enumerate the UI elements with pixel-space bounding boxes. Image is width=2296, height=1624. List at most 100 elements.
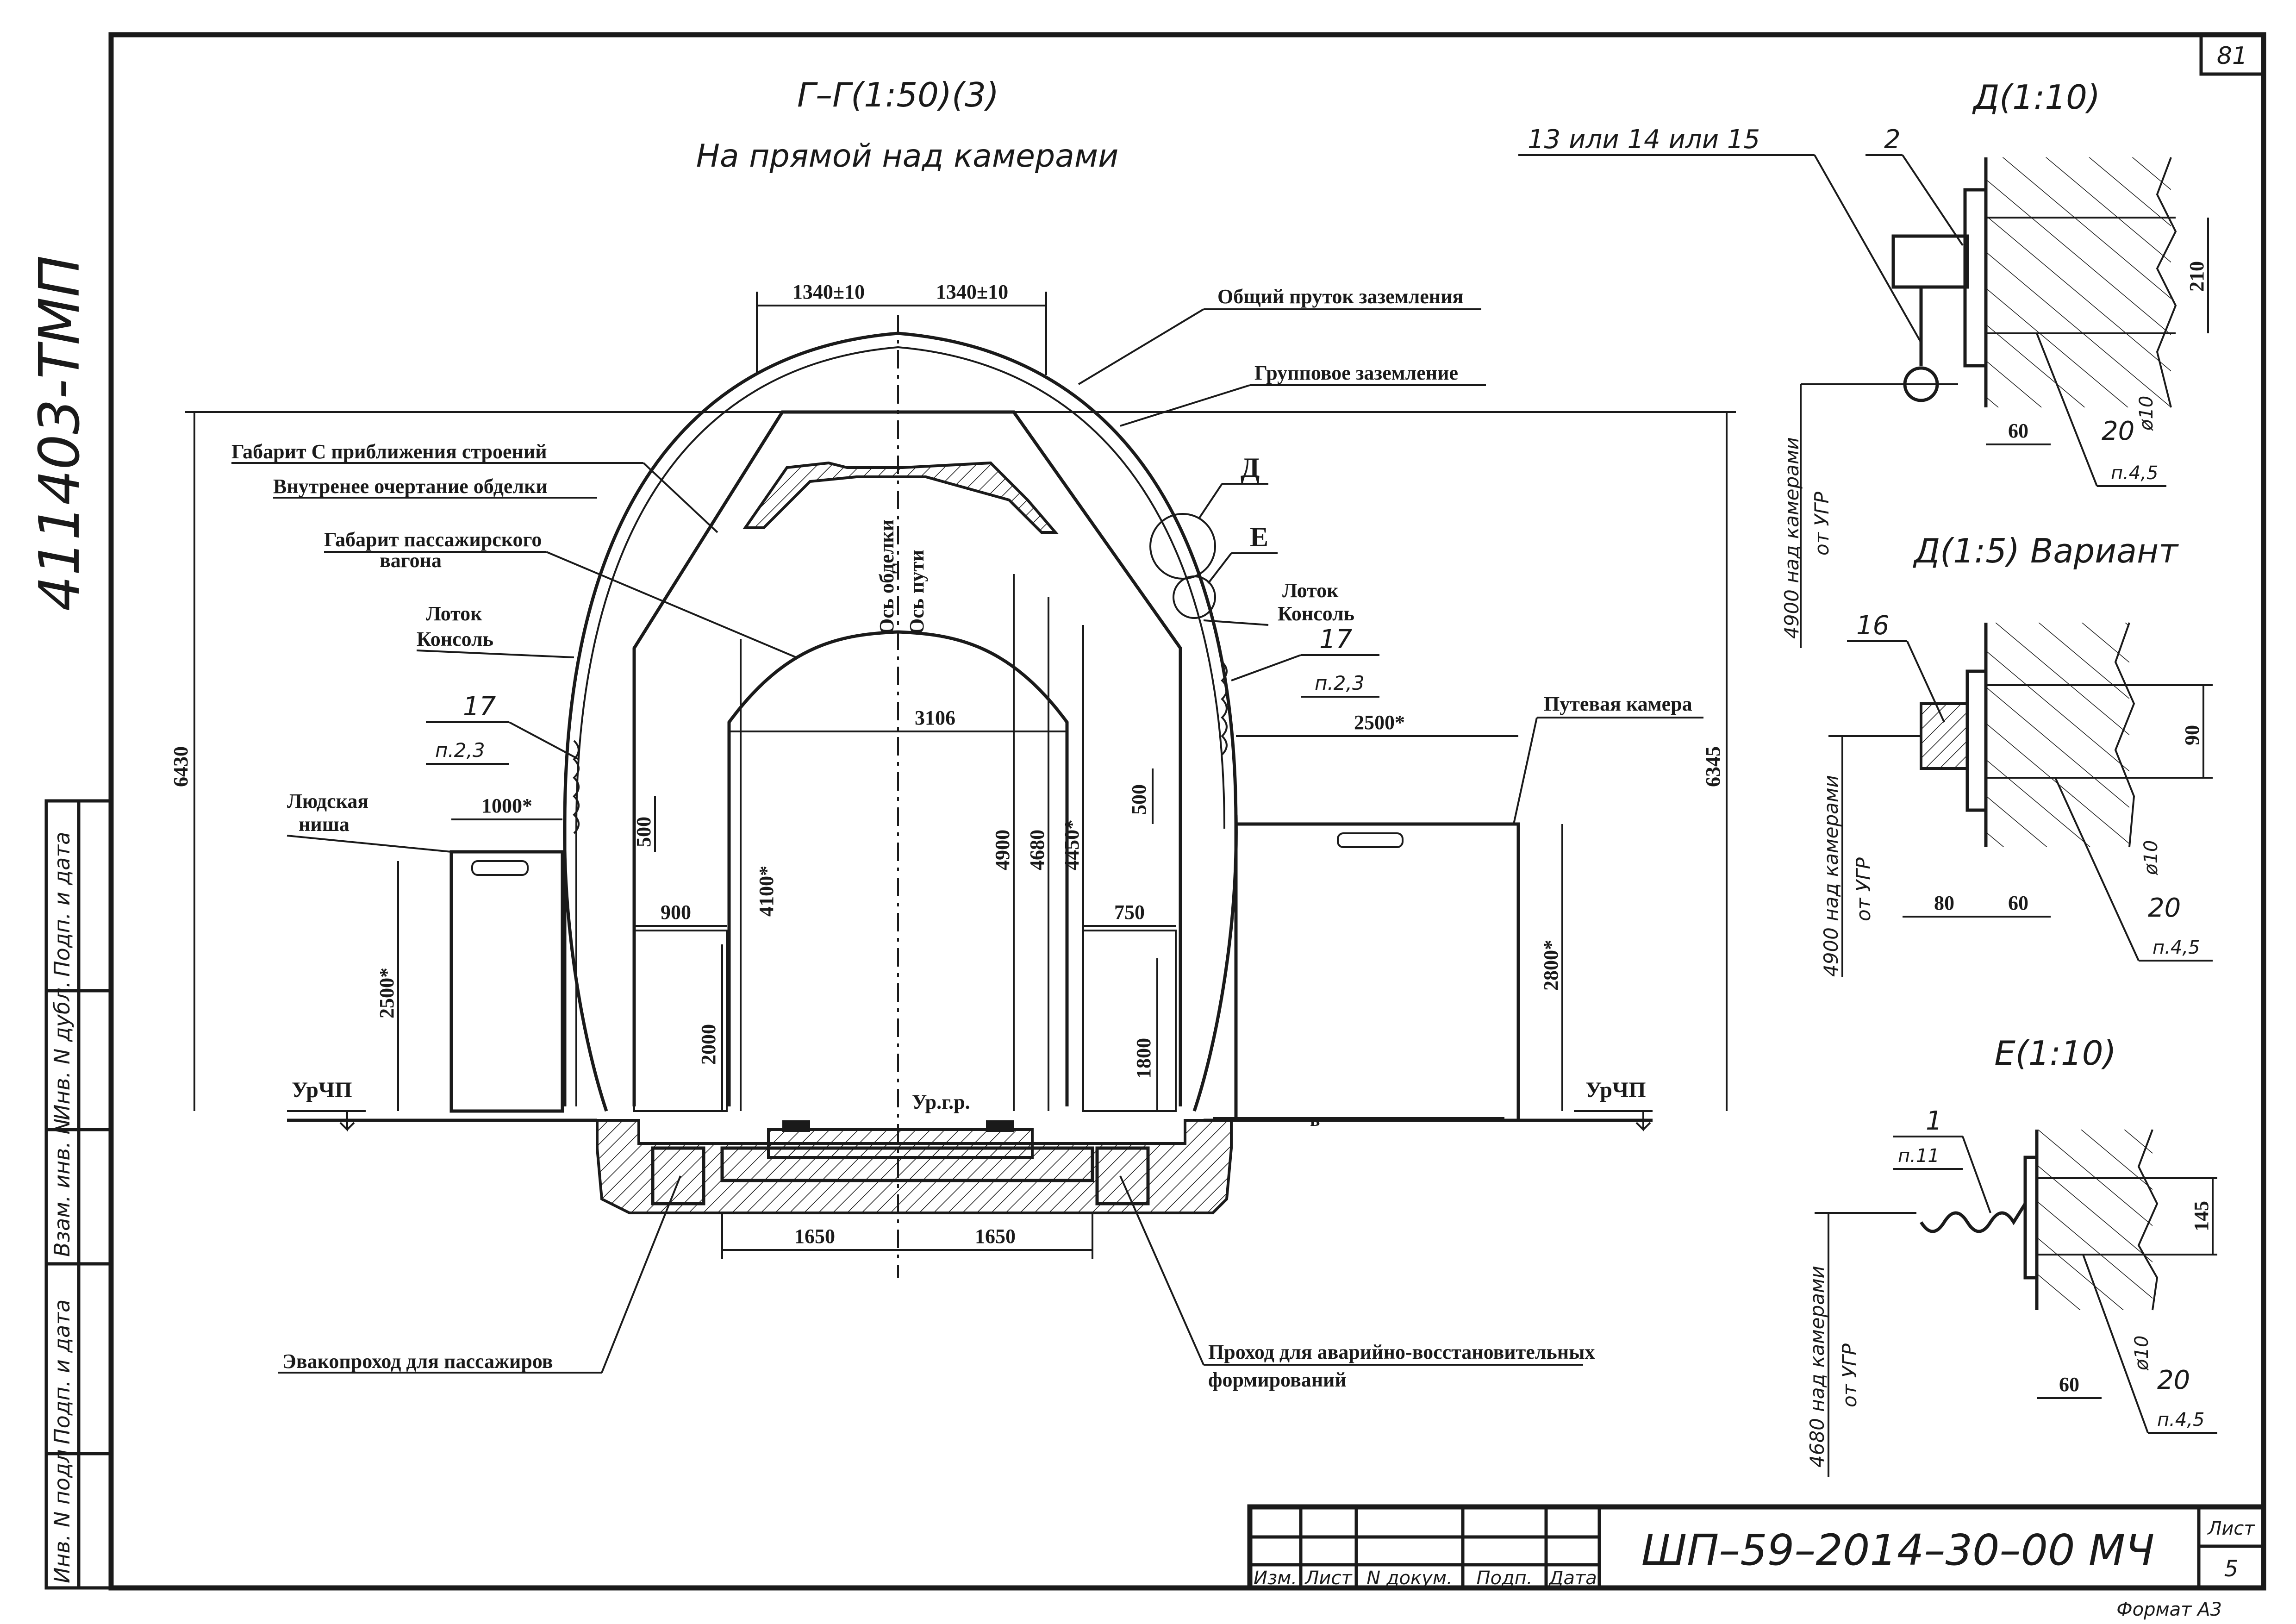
detail-d-wall [1986, 157, 2171, 407]
detail-e-ref1: 1 [1926, 1106, 1942, 1136]
tb-header-izm: Изм. [1254, 1568, 1297, 1589]
dim-500-right: 500 [1128, 784, 1150, 815]
dim-1650-left: 1650 [794, 1225, 835, 1248]
dim-4900: 4900 [991, 830, 1014, 870]
tb-list-value: 5 [2224, 1556, 2239, 1582]
dim-2500-chamber: 2500* [1354, 711, 1405, 734]
dim-4450: 4450* [1061, 819, 1083, 870]
lotok-right: Лоток [1282, 579, 1339, 602]
detail-dv-80: 80 [1934, 892, 1954, 914]
room-right [1082, 930, 1177, 1112]
contact-beam [742, 461, 1059, 534]
dim-3106: 3106 [915, 706, 955, 729]
callout-e-circle [1173, 575, 1216, 619]
detail-e-title: Е(1:10) [1994, 1034, 2116, 1073]
detail-e-ref20: 20 [2157, 1365, 2190, 1395]
sheet-number-box [2199, 33, 2265, 76]
callout-d: Д [1241, 452, 1260, 483]
detail-e-vnote-2: от УГР [1838, 1343, 1861, 1407]
detail-d-variant: Д(1:5) Вариант 16 90 80 60 ø10 20 п.4,5 … [1820, 531, 2213, 977]
detail-dv-vnote-2: от УГР [1852, 857, 1875, 921]
detail-e-ref20-sub: п.4,5 [2157, 1409, 2204, 1430]
dim-500-left: 500 [632, 817, 655, 847]
detail-e-tray [1920, 1203, 2027, 1233]
right-lamp [1337, 832, 1404, 848]
dimensions-main: 1340±10 1340±10 3106 1000* 500 500 2500*… [169, 281, 1736, 1259]
gabarit-pass-label-2: вагона [380, 549, 442, 572]
detail-e-plate [2023, 1156, 2039, 1280]
dim-2500-left: 2500* [375, 968, 398, 1018]
detail-dv-phi10: ø10 [2140, 840, 2162, 875]
detail-dv-ref20: 20 [2148, 893, 2181, 923]
urchp-left: УрЧП [292, 1078, 352, 1102]
drain-left [651, 1146, 705, 1206]
obshiy-label: Общий пруток заземления [1217, 285, 1463, 308]
sheet-number: 81 [2217, 42, 2247, 70]
dim-top-right: 1340±10 [936, 281, 1008, 303]
inner-outline-label: Внутренее очертание обделки [273, 475, 548, 498]
callout-e: Е [1250, 522, 1268, 552]
drain-right [1095, 1146, 1150, 1206]
passenger-gabarit [727, 630, 1069, 1106]
pipe-letter: в [1310, 1109, 1320, 1130]
detail-dv-ref20-sub: п.4,5 [2152, 937, 2200, 958]
os-puti: Ось пути [905, 550, 928, 634]
detail-d-210: 210 [2185, 261, 2208, 292]
side-stamp-cell-1: Подп. и дата [50, 832, 75, 977]
ref17-left-sub: п.2,3 [435, 739, 485, 762]
lyud-label-2: ниша [299, 813, 349, 836]
detail-e-phi10: ø10 [2131, 1336, 2152, 1371]
vertical-code: 411403-ТМП [28, 256, 92, 611]
tb-header-podp: Подп. [1476, 1568, 1532, 1589]
gabarit-c-label: Габарит С приближения строений [231, 440, 547, 463]
detail-e-ref1-sub: п.11 [1898, 1145, 1940, 1167]
gabarit-pass-label-1: Габарит пассажирского [324, 528, 542, 551]
putevaya-label: Путевая камера [1544, 693, 1692, 715]
tb-list-label: Лист [2207, 1518, 2255, 1539]
rail-left [782, 1120, 810, 1132]
detail-e-wall [2037, 1130, 2152, 1310]
dim-1650-right: 1650 [975, 1225, 1016, 1248]
lyud-label-1: Людская [287, 790, 368, 812]
konsol-left: Консоль [417, 628, 493, 650]
detail-e-145: 145 [2190, 1201, 2213, 1231]
dim-4680: 4680 [1026, 830, 1048, 870]
tb-header-ndokum: N докум. [1366, 1568, 1453, 1589]
main-subtitle: На прямой над камерами [696, 138, 1119, 175]
detail-e-60: 60 [2059, 1373, 2079, 1396]
side-stamp: Подп. и дата Инв. N дубл. Взам. инв. N П… [44, 799, 113, 1590]
urchp-right: УрЧП [1585, 1078, 1646, 1102]
putevaya-kamera [1234, 822, 1520, 1122]
detail-d-60: 60 [2008, 419, 2028, 442]
lotok-left: Лоток [426, 602, 482, 625]
dim-6430: 6430 [169, 746, 192, 787]
detail-dv-wall [1986, 623, 2129, 847]
side-stamp-cell-4: Подп. и дата [50, 1299, 75, 1444]
dim-1800: 1800 [1132, 1038, 1155, 1079]
evakoprohod-label: Эвакопроход для пассажиров [282, 1350, 553, 1373]
detail-d-ref2: 2 [1884, 125, 1901, 155]
title-block: Изм. Лист N докум. Подп. Дата ШП–59–2014… [1247, 1504, 2266, 1591]
format-label: Формат А3 [2116, 1599, 2222, 1620]
ref17-left: 17 [463, 692, 496, 722]
gabarit-c-outline [632, 410, 1182, 1106]
detail-dv-title: Д(1:5) Вариант [1913, 531, 2179, 570]
lining-inner [575, 346, 1225, 1106]
dim-2800: 2800* [1540, 940, 1562, 991]
detail-dv-plate [1965, 669, 1988, 812]
gruppovoe-label: Групповое заземление [1254, 362, 1458, 384]
dim-900: 900 [661, 901, 691, 924]
lyud-niche [449, 850, 564, 1113]
side-stamp-cell-3: Взам. инв. N [50, 1118, 75, 1257]
detail-e-vnote-1: 4680 над камерами [1806, 1266, 1828, 1468]
detail-d-plate [1963, 188, 1988, 368]
detail-d-ref20: 20 [2102, 416, 2134, 446]
detail-d-phi10: ø10 [2136, 396, 2157, 431]
lyud-lamp [471, 860, 529, 876]
detail-d-ref20-sub: п.4,5 [2111, 462, 2158, 484]
ref17-right-sub: п.2,3 [1315, 672, 1365, 694]
detail-d-refs: 13 или 14 или 15 [1528, 125, 1760, 155]
rail-sleeper [767, 1128, 1034, 1159]
detail-dv-vnote-1: 4900 над камерами [1820, 775, 1842, 977]
